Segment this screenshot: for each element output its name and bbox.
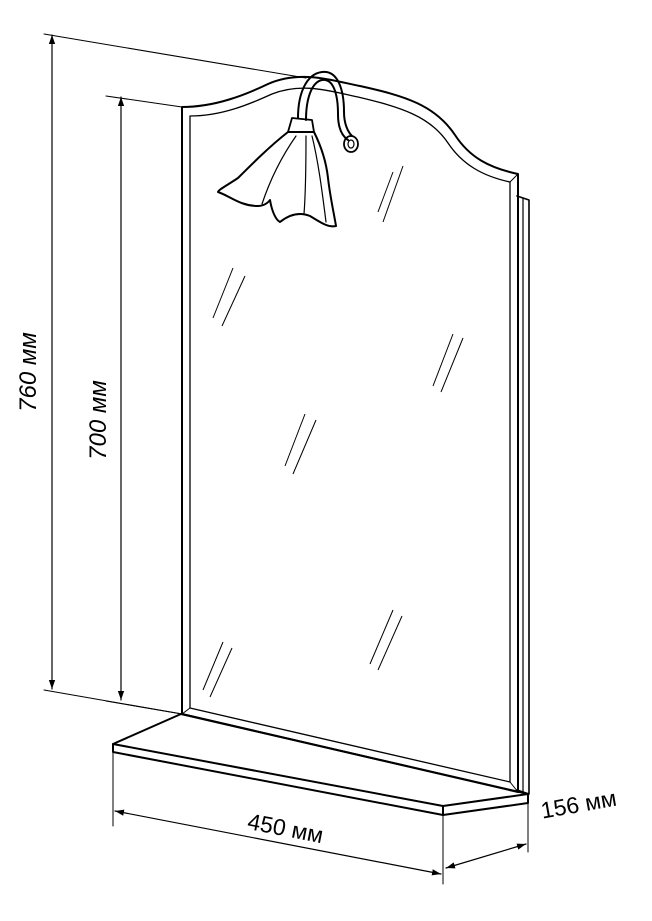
dimension-depth: 156 мм	[445, 785, 619, 869]
width-label: 450 мм	[246, 808, 326, 848]
dimension-width: 450 мм	[112, 751, 444, 885]
depth-label: 156 мм	[539, 785, 619, 824]
height-total-label: 760 мм	[15, 332, 42, 412]
mirror-reflections	[202, 165, 464, 698]
dimension-arrow-icon	[114, 809, 442, 876]
mirror-frame	[181, 75, 519, 793]
lamp-icon	[217, 70, 359, 228]
dimension-height-mirror: 700 мм	[85, 95, 183, 715]
shelf	[112, 713, 529, 816]
height-mirror-label: 700 мм	[85, 380, 112, 460]
dimension-arrow-icon	[445, 843, 527, 869]
dimension-height-total: 760 мм	[15, 33, 307, 715]
